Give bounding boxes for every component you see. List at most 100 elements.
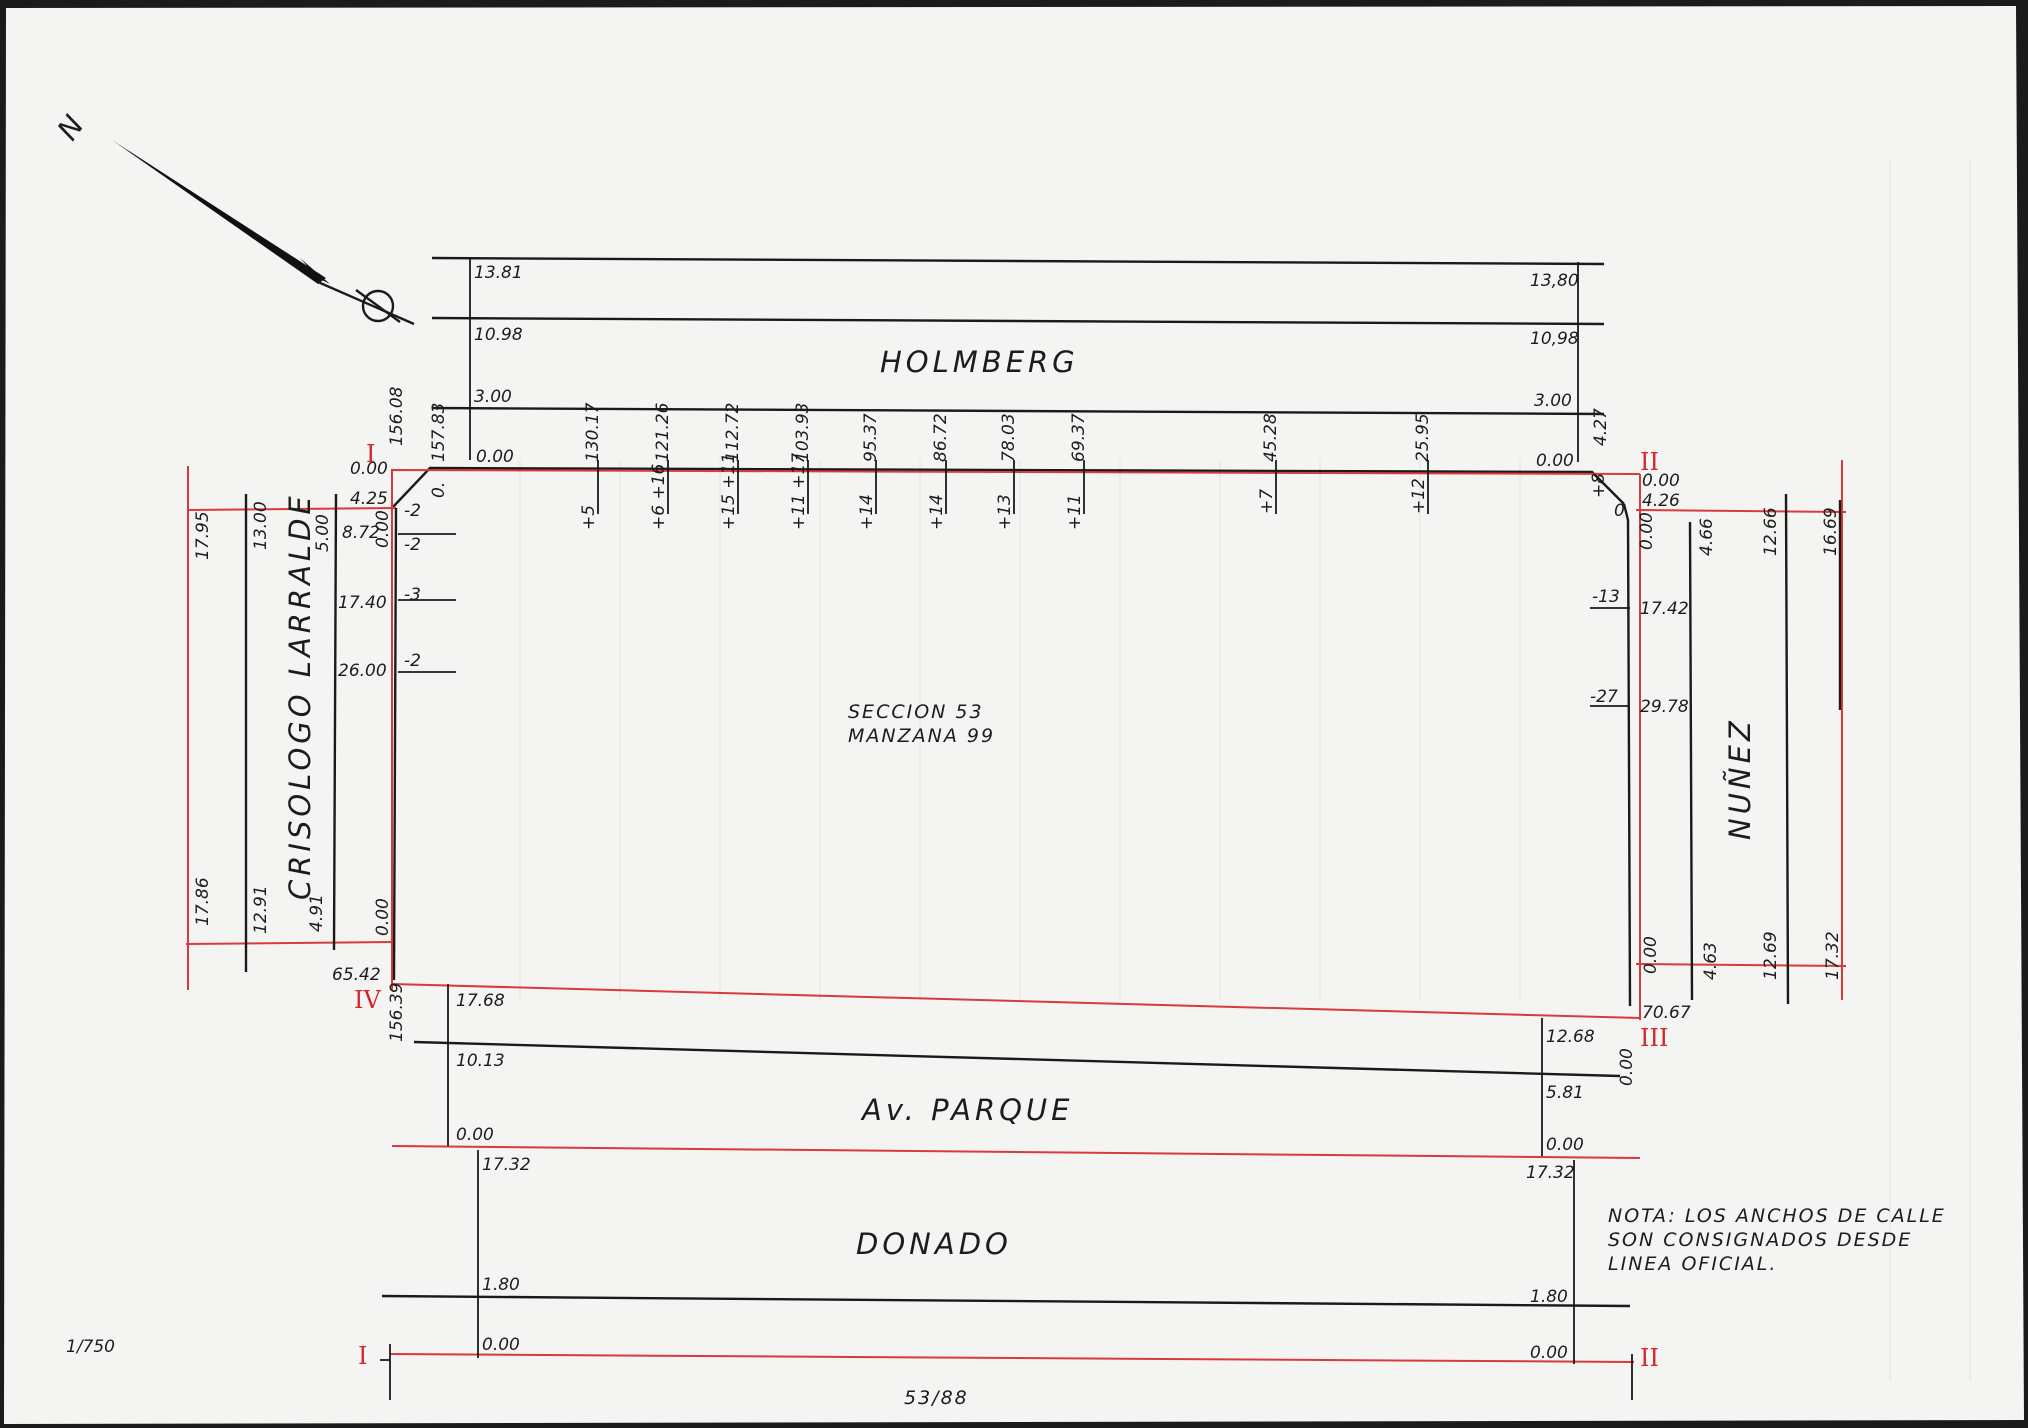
larralde-level-ticks [398,533,456,673]
level-112: +15 +11 [719,453,739,530]
nunez-top-2: 12.66 [1761,507,1781,556]
corner-right-level: +8 [1589,473,1609,498]
holmberg-frontage-ticks [597,460,1429,514]
street-nunez: NUÑEZ [1723,717,1757,840]
chainage-86: 86.72 [931,413,951,462]
block-label: MANZANA 99 [848,725,995,747]
chainage-69: 69.37 [1069,413,1089,462]
level-86: +14 [927,494,947,530]
nunez-chain-3: 17.42 [1640,599,1689,619]
larralde-chain-3: 8.72 [342,523,380,543]
faint-grid [519,160,1971,1380]
parque-left-1: 17.68 [456,991,505,1011]
nunez-bottom-1: 4.63 [1701,942,1721,980]
corner-right-chainage: 4.27 [1591,408,1611,446]
larralde-top-1: 17.95 [193,511,213,560]
level-25: +12 [1409,478,1429,514]
paper-sheet [4,6,2024,1424]
scale-label: 1/750 [66,1337,115,1357]
larralde-bottom-2: 12.91 [251,885,271,934]
parque-corner-left: 156.39 [387,983,407,1042]
note-line-1: NOTA: LOS ANCHOS DE CALLE [1608,1205,1946,1227]
level-78: +13 [995,494,1015,530]
larralde-level-2: -2 [404,535,421,555]
donado-left-1: 17.32 [482,1155,531,1175]
parque-corner-right: 0.00 [1617,1048,1637,1086]
nunez-corner-level: 0 [1614,501,1625,521]
chainage-45: 45.28 [1261,413,1281,462]
larralde-chain-1: 0.00 [350,459,388,479]
nunez-bottom-2: 12.69 [1761,931,1781,980]
donado-right-3: 0.00 [1530,1343,1568,1363]
nunez-chain-zero: 0.00 [1637,512,1657,550]
nunez-top-3: 16.69 [1821,507,1841,556]
level-45: +7 [1257,489,1277,514]
level-130: +5 [579,505,599,530]
parque-right-2: 5.81 [1546,1083,1584,1103]
larralde-level-1: -2 [404,501,421,521]
parque-right-1: 12.68 [1546,1027,1595,1047]
holmberg-right-2: 10,98 [1530,329,1579,349]
parque-right-3: 0.00 [1546,1135,1584,1155]
nunez-chain-1: 0.00 [1642,471,1680,491]
chainage-103: 103.93 [793,403,813,462]
chainage-157: 157.83 [429,403,449,462]
larralde-top-3: 5.00 [313,514,333,552]
chainage-25: 25.95 [1413,413,1433,462]
larralde-chain-5: 26.00 [338,661,387,681]
level-69: +11 [1065,494,1085,530]
holmberg-right-3: 3.00 [1534,391,1572,411]
donado-lines [380,1150,1635,1400]
plan-number: 53/88 [904,1387,969,1409]
nunez-chain-end: 70.67 [1642,1003,1691,1023]
parque-left-2: 10.13 [456,1051,505,1071]
donado-left-2: 1.80 [482,1275,520,1295]
street-donado: DONADO [856,1227,1012,1261]
street-parque: Av. PARQUE [860,1093,1073,1127]
level-103: +11 +17 [789,453,809,530]
chainage-112: 112.72 [723,403,743,462]
note-line-3: LINEA OFICIAL. [1608,1253,1777,1275]
note-line-2: SON CONSIGNADOS DESDE [1608,1229,1912,1251]
nunez-lines [1622,460,1847,1020]
level-121: +6 +16 [649,463,669,530]
section-label: SECCION 53 [848,701,984,723]
holmberg-left-2: 10.98 [474,325,523,345]
larralde-chain-zero-bottom: 0.00 [373,898,393,936]
chainage-95: 95.37 [861,413,881,462]
larralde-bottom-3: 4.91 [307,894,327,932]
larralde-chain-zero: 0.00 [373,510,393,548]
larralde-top-2: 13.00 [251,501,271,550]
vertex-iv: IV [354,986,381,1014]
donado-right-1: 17.32 [1526,1163,1575,1183]
nunez-chain-zero-bottom: 0.00 [1641,936,1661,974]
nunez-level-1: -13 [1592,587,1620,607]
level-95: +14 [857,494,877,530]
holmberg-left-4: 0.00 [476,447,514,467]
chainage-78: 78.03 [999,413,1019,462]
nunez-level-ticks [1590,607,1630,707]
vertex-iii: III [1640,1024,1668,1052]
larralde-chain-4: 17.40 [338,593,387,613]
holmberg-right-1: 13,80 [1530,271,1579,291]
larralde-level-4: -2 [404,651,421,671]
larralde-lines [185,466,398,990]
chainage-130: 130.17 [583,402,603,462]
street-holmberg: HOLMBERG [880,345,1079,379]
nunez-level-2: -27 [1590,687,1618,707]
nunez-chain-4: 29.78 [1640,697,1689,717]
donado-vertex-ii: II [1640,1344,1659,1372]
holmberg-left-1: 13.81 [474,263,523,283]
donado-right-2: 1.80 [1530,1287,1568,1307]
donado-left-3: 0.00 [482,1335,520,1355]
parque-left-3: 0.00 [456,1125,494,1145]
street-larralde: CRISOLOGO LARRALDE [283,492,317,900]
larralde-chain-2: 4.25 [350,489,388,509]
vertex-ii: II [1640,448,1659,476]
nunez-top-1: 4.66 [1697,518,1717,556]
corner-left-level: 0. [429,482,449,498]
holmberg-left-3: 3.00 [474,387,512,407]
vertex-i: I [366,440,375,468]
corner-left-chainage: 156.08 [387,386,407,446]
